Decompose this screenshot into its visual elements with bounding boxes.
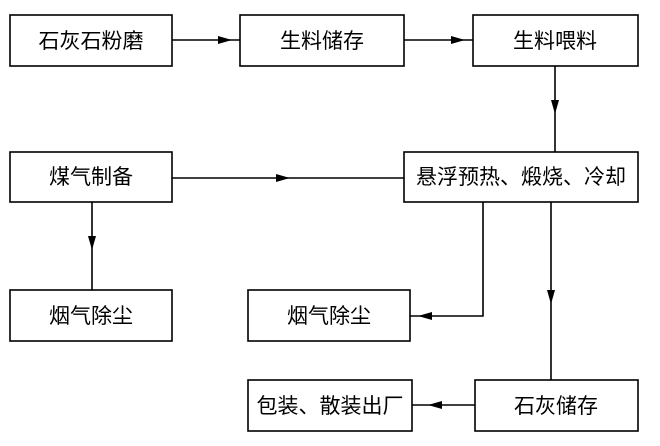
edge-calcination-to-dust-center — [410, 202, 484, 317]
edge-calcination-to-dust-center-arrow — [418, 312, 432, 320]
node-gas-preparation-label: 煤气制备 — [49, 165, 133, 189]
connectors — [88, 36, 559, 409]
edge-calcination-to-lime-arrow — [547, 290, 555, 304]
edge-gas-to-dust-left-arrow — [88, 236, 96, 250]
node-raw-meal-storage: 生料储存 — [239, 14, 405, 67]
node-lime-storage-label: 石灰储存 — [514, 394, 598, 418]
node-gas-preparation: 煤气制备 — [9, 151, 173, 203]
node-calcination-label: 悬浮预热、煅烧、冷却 — [416, 165, 626, 189]
node-lime-storage: 石灰储存 — [474, 379, 639, 432]
node-flue-dust-removal-center-label: 烟气除尘 — [287, 304, 371, 328]
edge-lime-to-packaging-arrow — [428, 401, 442, 409]
node-packaging-shipping: 包装、散装出厂 — [247, 379, 413, 432]
node-raw-meal-storage-label: 生料储存 — [280, 29, 364, 53]
node-limestone-grinding: 石灰石粉磨 — [9, 14, 173, 67]
node-raw-meal-feeding: 生料喂料 — [472, 14, 639, 67]
edge-grinding-to-storage-arrow — [218, 36, 232, 44]
node-packaging-shipping-label: 包装、散装出厂 — [257, 394, 404, 418]
node-calcination: 悬浮预热、煅烧、冷却 — [403, 151, 639, 203]
node-flue-dust-removal-left: 烟气除尘 — [9, 289, 173, 342]
edge-gas-to-calcination-arrow — [276, 174, 290, 182]
node-flue-dust-removal-center: 烟气除尘 — [247, 289, 411, 342]
node-limestone-grinding-label: 石灰石粉磨 — [39, 29, 144, 53]
edge-feeding-to-calcination-arrow — [551, 100, 559, 114]
node-flue-dust-removal-left-label: 烟气除尘 — [49, 304, 133, 328]
edge-storage-to-feeding-arrow — [451, 36, 465, 44]
node-raw-meal-feeding-label: 生料喂料 — [513, 29, 597, 53]
